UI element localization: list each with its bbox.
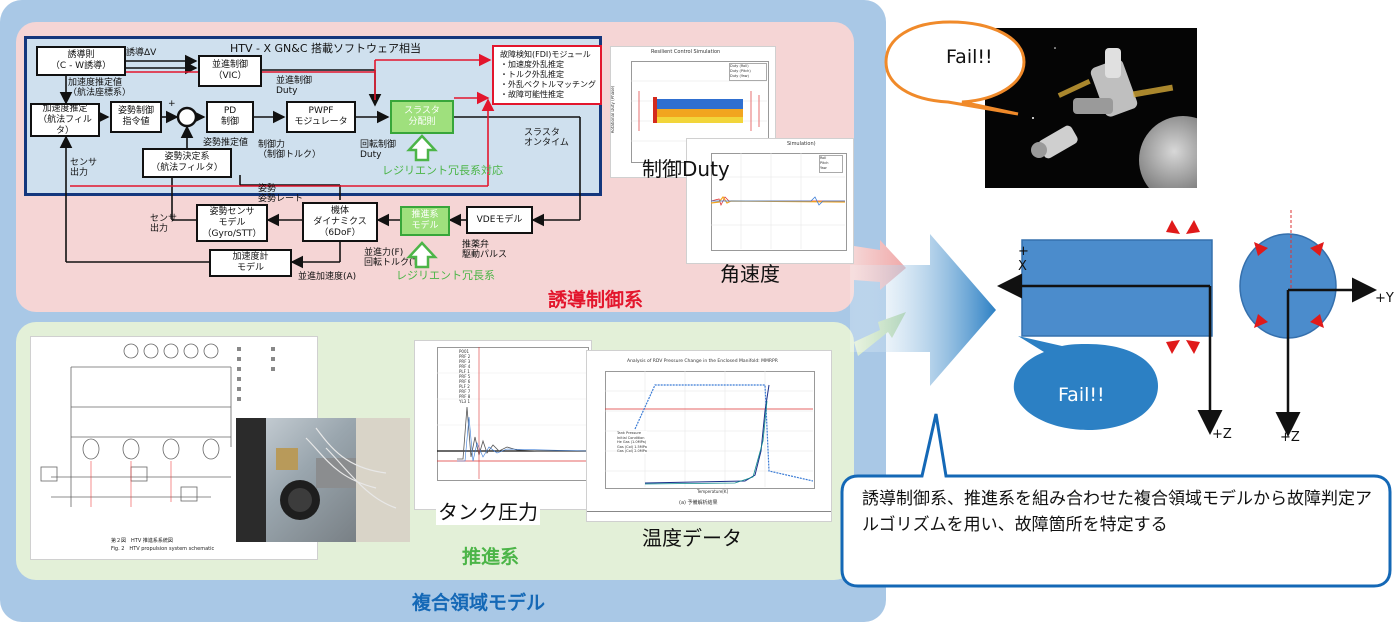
minus-sign: - xyxy=(188,131,192,141)
temperature-title: 温度データ xyxy=(642,526,742,550)
spacecraft-side-view xyxy=(1021,239,1213,337)
fail-mid-text: Fail!! xyxy=(1058,384,1105,406)
resilient-prop-arrow-icon xyxy=(406,241,438,269)
resilient-arrows xyxy=(406,134,438,269)
thruster-ontime-label: スラスタ オンタイム xyxy=(524,128,569,148)
temperature-plot-thumbnail: Analysis of RDV Pressure Change in the E… xyxy=(586,350,832,522)
axis-y-label: +Y xyxy=(1375,291,1394,306)
attitude-determination-block: 姿勢決定系 （航法フィルタ） xyxy=(142,148,232,178)
accel-estimate-label: 加速度推定値 （航法座標系） xyxy=(68,78,132,98)
resilient-thruster-arrow-icon xyxy=(406,134,438,162)
resilient-prop-label: レジリエント冗長系 xyxy=(396,269,495,282)
guidance-dv-label: 誘導ΔV xyxy=(126,48,157,58)
sensor-output-label-2: センサ 出力 xyxy=(150,214,178,234)
gnc-software-title: HTV - X GN&C 搭載ソフトウェア相当 xyxy=(230,42,422,55)
fail-top-text: Fail!! xyxy=(946,46,993,68)
spacecraft-axes-diagram xyxy=(997,210,1377,437)
fail-mid-bubble-shape xyxy=(1013,336,1158,430)
attitude-estimate-label: 姿勢推定値 xyxy=(203,138,249,148)
vde-model-block: VDEモデル xyxy=(466,206,533,234)
vehicle-dynamics-block: 機体 ダイナミクス （6DoF） xyxy=(302,202,378,242)
rate-plot-thumbnail: Simulation) Roll Pitch Yaw xyxy=(686,138,854,264)
axis-x-label: + X xyxy=(1018,244,1029,274)
rotational-duty-label: 回転制御 Duty xyxy=(360,140,397,160)
propulsion-model-block: 推進系 モデル xyxy=(400,206,450,236)
accelerometer-model-block: 加速度計 モデル xyxy=(209,249,292,277)
thruster-distribution-block: スラスタ 分配則 xyxy=(390,100,454,134)
vic-block: 並進制御 （VIC） xyxy=(198,55,262,87)
plus-sign: + xyxy=(168,99,176,109)
attitude-command-block: 姿勢制御 指令値 xyxy=(110,101,162,133)
description-text: 誘導制御系、推進系を組み合わせた複合領域モデルから故障判定アルゴリズムを用い、故… xyxy=(862,489,1372,535)
tank-pressure-title: タンク圧力 xyxy=(436,496,540,525)
gnc-section-title: 誘導制御系 xyxy=(548,289,644,311)
thrust-accel-label: 並進加速度(A) xyxy=(298,272,357,282)
fail-top-bubble-shape xyxy=(884,20,1026,116)
rate-plot-title: 角速度 xyxy=(720,262,780,286)
summing-junction xyxy=(176,106,198,128)
fdi-module-block: 故障検知(FDI)モジュール ・加速度外乱推定 ・トルク外乱推定 ・外乱ベクトル… xyxy=(492,45,602,105)
guidance-law-block: 誘導則 （C - W誘導） xyxy=(36,46,126,76)
control-force-label: 制御力 （制御トルク） xyxy=(258,140,322,160)
composite-model-title: 複合領域モデル xyxy=(412,592,546,614)
pwpf-modulator-block: PWPF モジュレータ xyxy=(286,101,356,133)
main-flow-arrow-icon xyxy=(850,234,996,386)
attitude-sensor-model-block: 姿勢センサ モデル （Gyro/STT） xyxy=(196,204,268,242)
axis-z-label-side: +Z xyxy=(1212,427,1232,442)
pd-control-block: PD 制御 xyxy=(206,101,254,133)
sensor-output-label: センサ 出力 xyxy=(70,158,98,178)
propulsion-section-title: 推進系 xyxy=(462,546,520,568)
duty-plot-title: 制御Duty xyxy=(642,157,730,181)
trans-duty-label: 並進制御 Duty xyxy=(276,76,313,96)
thrust-torque-label: 並進力(F) 回転トルク(T) xyxy=(364,248,422,268)
axis-z-label-end: +Z xyxy=(1280,430,1300,445)
thruster-markers xyxy=(1166,220,1324,354)
attitude-rate-label: 姿勢 姿勢レート xyxy=(258,184,304,204)
description-callout-shape xyxy=(840,413,1392,588)
resilient-thruster-label: レジリエント冗長系対応 xyxy=(382,164,503,177)
thruster-hardware-photo xyxy=(236,418,410,542)
drive-pulse-label: 推薬弁 駆動パルス xyxy=(462,240,508,260)
tank-pressure-plot-thumbnail: P001 PRF 2 PRF 3 PRF 4 PLF 1 PRF 5 PRF 6… xyxy=(414,340,592,510)
accel-estimation-block: 加速度推定 （航法フィルタ） xyxy=(30,103,100,137)
